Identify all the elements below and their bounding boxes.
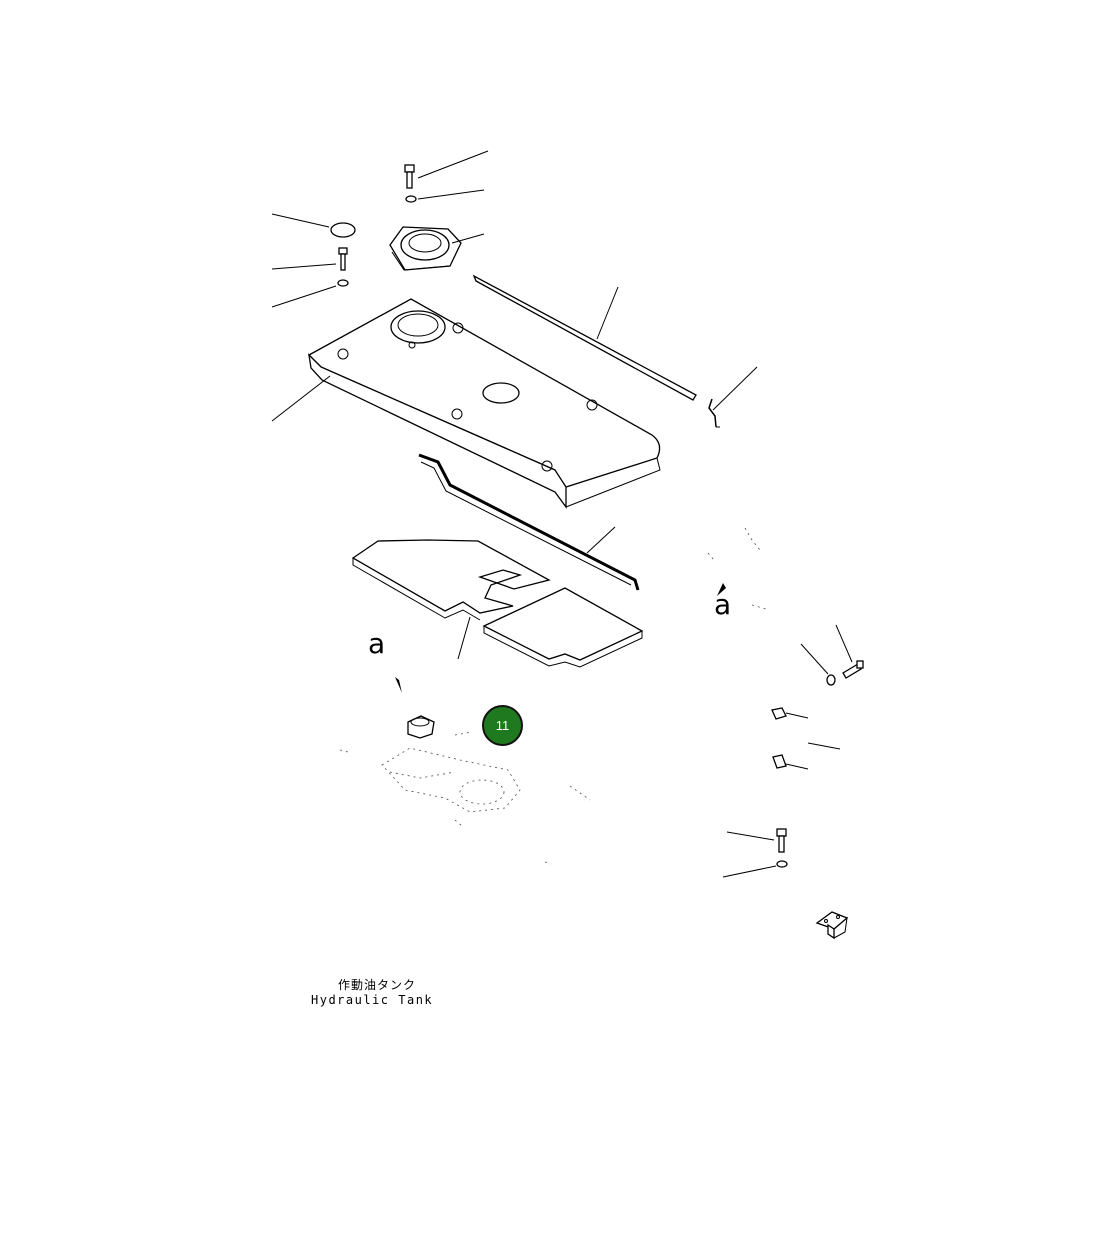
left-bolt — [271, 247, 348, 271]
filler-cap-cover — [389, 226, 485, 271]
washer-lower-right — [722, 860, 788, 878]
caption-japanese: 作動油タンク — [338, 978, 417, 992]
bent-seal-strip — [418, 453, 640, 591]
bracket-lower-right — [815, 911, 849, 940]
strip-end-piece — [708, 366, 758, 428]
faint-parts-upper-right — [707, 527, 767, 610]
bolt-right-angled — [835, 624, 864, 679]
hydraulic-tank-assembly — [339, 715, 591, 865]
nut-right — [800, 643, 836, 686]
clamp-lower — [772, 742, 841, 770]
arrow-icon — [717, 583, 726, 596]
caption-english: Hydraulic Tank — [311, 993, 434, 1007]
part-hotspot-badge[interactable]: 11 — [482, 705, 523, 746]
left-washer — [271, 279, 349, 308]
gasket-strip-long — [472, 274, 697, 401]
o-ring-seal — [271, 213, 356, 238]
arrow-icon — [395, 677, 402, 693]
bolt-lower-right — [726, 828, 787, 853]
clamp-upper — [771, 707, 809, 720]
callout-letter-a-left: a — [368, 627, 385, 660]
top-bolt — [404, 150, 489, 189]
top-washer — [405, 189, 485, 203]
insulation-pad-right — [482, 587, 644, 668]
tank-cover-plate — [271, 298, 661, 509]
callout-letter-a-right: a — [714, 588, 731, 621]
insulation-pad-left — [351, 539, 551, 660]
